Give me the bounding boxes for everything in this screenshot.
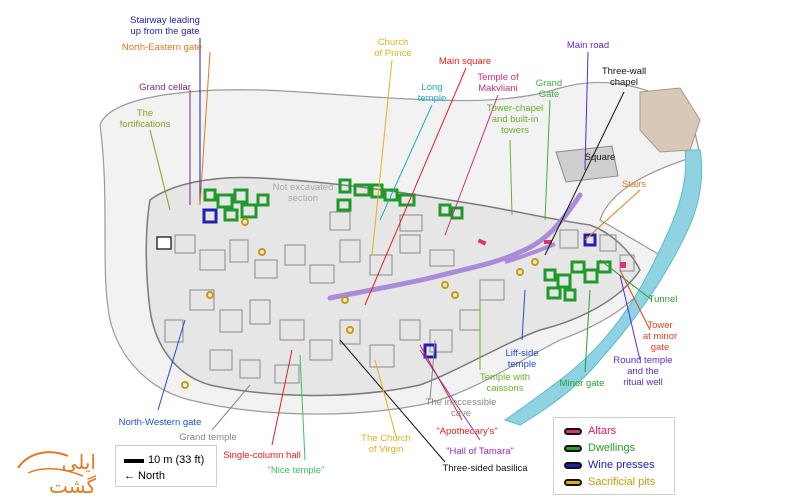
label-temple-caissons: Temple with caissons bbox=[479, 372, 531, 394]
legend-wine-presses: Wine presses bbox=[564, 458, 655, 472]
label-grand-gate: Grand Gate bbox=[535, 78, 563, 100]
square-area bbox=[555, 145, 619, 183]
scale-bar bbox=[124, 459, 144, 463]
legend-label: Sacrificial pits bbox=[588, 476, 656, 488]
label-three-sided: Three-sided basilica bbox=[442, 463, 528, 474]
river bbox=[503, 149, 703, 426]
label-tower-chapel: Tower-chapel and built-in towers bbox=[486, 103, 544, 136]
rock-outcrop bbox=[639, 87, 701, 153]
label-apothecary: "Apothecary's" bbox=[436, 426, 498, 437]
label-hall-tamara: "Hall of Tamara" bbox=[446, 446, 514, 457]
leader-lines bbox=[149, 38, 653, 463]
ruins-texture bbox=[164, 211, 635, 384]
legend-dwellings: Dwellings bbox=[564, 441, 635, 455]
legend-label: Altars bbox=[588, 425, 617, 437]
label-tower-minor: Tower at minor gate bbox=[642, 320, 678, 353]
label-inaccessible: The inaccessible cave bbox=[425, 397, 497, 419]
dwellings bbox=[203, 178, 612, 302]
scale-distance: 10 m (33 ft) bbox=[148, 454, 205, 466]
label-long-temple: Long temple bbox=[417, 82, 447, 104]
label-tunnel: Tunnel bbox=[648, 294, 678, 305]
label-stairway: Stairway leading up from the gate bbox=[130, 15, 200, 37]
label-temple-makvliani: Temple of Makvliani bbox=[477, 72, 519, 94]
scale-box: 10 m (33 ft) ← North bbox=[115, 445, 217, 487]
label-nw-gate: North-Western gate bbox=[118, 417, 202, 428]
legend: Altars Dwellings Wine presses Sacrificia… bbox=[553, 417, 675, 495]
legend-altars: Altars bbox=[564, 424, 616, 438]
north-arrow: ← North bbox=[124, 470, 165, 482]
altars-swatch bbox=[564, 427, 582, 435]
label-church-virgin: The Church of Virgin bbox=[361, 433, 411, 455]
dwellings-swatch bbox=[564, 444, 582, 452]
label-nice-temple: "Nice temple" bbox=[267, 465, 325, 476]
label-not-excavated: Not excavated section bbox=[272, 182, 334, 204]
sacrificial-pits-swatch bbox=[564, 478, 582, 486]
gate-grid bbox=[156, 236, 172, 250]
label-grand-temple: Grand temple bbox=[179, 432, 237, 443]
label-grand-cellar: Grand cellar bbox=[139, 82, 191, 93]
watermark-logo: ایلی گشت bbox=[8, 428, 96, 498]
main-road-path bbox=[327, 192, 583, 301]
label-fortifications: The fortifications bbox=[119, 108, 171, 130]
label-main-road: Main road bbox=[566, 40, 610, 51]
label-church-prince: Church of Prince bbox=[374, 37, 412, 59]
altars bbox=[477, 238, 626, 268]
legend-label: Wine presses bbox=[588, 459, 655, 471]
legend-sacrificial-pits: Sacrificial pits bbox=[564, 475, 655, 489]
label-liff-side: Liff-side temple bbox=[505, 348, 539, 370]
logo-icon bbox=[17, 451, 84, 477]
label-three-wall: Three-wall chapel bbox=[601, 66, 647, 88]
sacrificial-pits bbox=[181, 218, 539, 389]
watermark-text: ایلی گشت bbox=[48, 450, 96, 498]
main-road-branch bbox=[504, 242, 556, 264]
legend-label: Dwellings bbox=[588, 442, 636, 454]
label-minor-gate: Minor gate bbox=[559, 378, 605, 389]
label-single-column: Single-column hall bbox=[223, 450, 301, 461]
label-square: Square bbox=[584, 152, 616, 163]
label-main-square: Main square bbox=[438, 56, 492, 67]
wine-presses-swatch bbox=[564, 461, 582, 469]
label-ne-gate: North-Eastern gate bbox=[121, 42, 203, 53]
label-round-temple: Round temple and the ritual well bbox=[613, 355, 673, 388]
label-stairs: Stairs bbox=[621, 179, 647, 190]
